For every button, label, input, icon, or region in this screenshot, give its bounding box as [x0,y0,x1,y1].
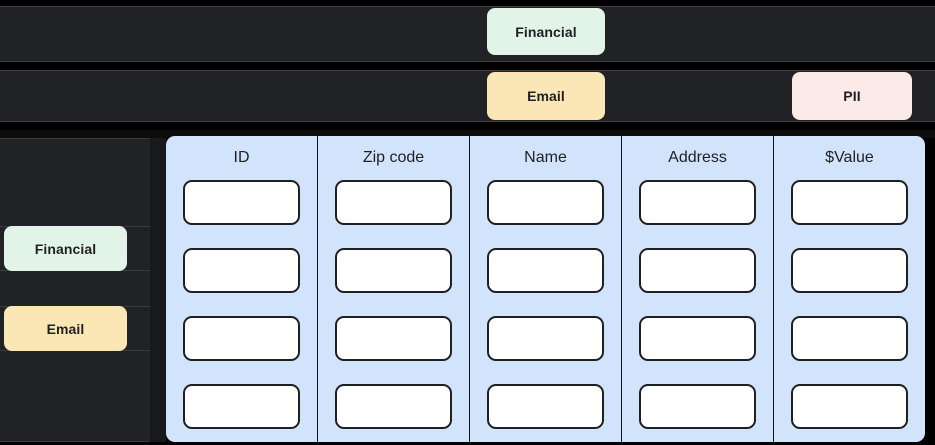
table-cell[interactable] [183,316,300,361]
table-cell[interactable] [639,384,756,429]
column-header: ID [233,149,250,166]
sidebar-table-gutter [150,138,166,442]
data-table: ID Zip code Name Address [166,136,925,442]
column-header: Address [668,149,727,166]
column-cells [318,180,469,442]
chip-pii-row2[interactable]: PII [792,72,912,120]
chip-label: PII [843,88,861,104]
top-band-row-1 [0,6,935,62]
sidebar-chip-email[interactable]: Email [4,306,127,351]
table-column-zip-code: Zip code [318,136,470,442]
table-column-name: Name [470,136,622,442]
column-header: Zip code [362,149,425,166]
table-column-address: Address [622,136,774,442]
table-cell[interactable] [487,180,604,225]
sidebar-panel [0,138,150,442]
table-column-value: $Value [774,136,925,442]
top-band-row-2 [0,70,935,122]
table-cell[interactable] [639,180,756,225]
table-cell[interactable] [639,248,756,293]
table-cell[interactable] [335,248,452,293]
chip-label: Financial [34,240,97,257]
chip-label: Email [46,320,85,337]
column-header: Name [524,149,567,166]
chip-label: Email [527,88,565,104]
table-cell[interactable] [791,248,908,293]
table-cell[interactable] [335,180,452,225]
table-cell[interactable] [487,248,604,293]
table-column-id: ID [166,136,318,442]
column-cells [166,180,317,442]
chip-financial-row1[interactable]: Financial [487,8,605,55]
table-cell[interactable] [791,180,908,225]
table-cell[interactable] [487,316,604,361]
sidebar-chip-financial[interactable]: Financial [4,226,127,271]
chip-email-row2[interactable]: Email [487,72,605,120]
chip-label: Financial [515,23,577,40]
column-cells [774,180,925,442]
table-cell[interactable] [335,316,452,361]
column-header: $Value [825,149,874,166]
column-cells [622,180,773,442]
table-cell[interactable] [791,316,908,361]
table-cell[interactable] [639,316,756,361]
column-cells [470,180,621,442]
table-cell[interactable] [791,384,908,429]
table-cell[interactable] [183,384,300,429]
table-cell[interactable] [183,180,300,225]
table-cell[interactable] [487,384,604,429]
table-cell[interactable] [335,384,452,429]
band-divider [0,130,935,138]
table-cell[interactable] [183,248,300,293]
